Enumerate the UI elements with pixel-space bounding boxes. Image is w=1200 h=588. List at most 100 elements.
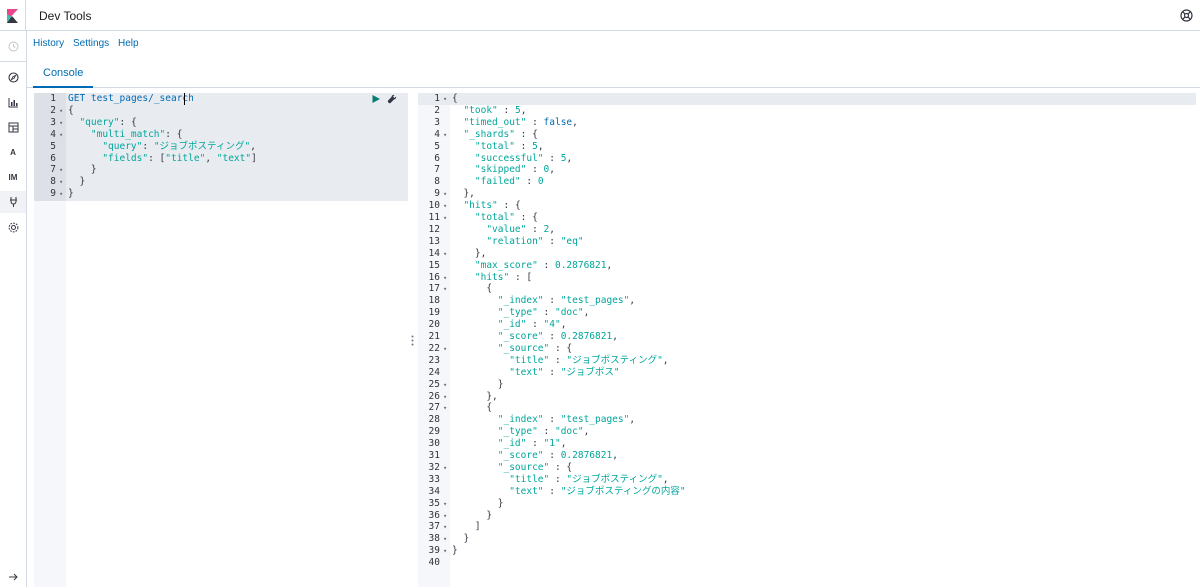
fold-toggle-icon[interactable]: ▾ (443, 344, 448, 353)
code-token: "_type" (497, 307, 538, 319)
history-link[interactable]: History (33, 38, 65, 49)
code-token: 5 (560, 152, 567, 164)
line-number: 37 (428, 521, 440, 533)
tab-console[interactable]: Console (33, 55, 94, 88)
fold-toggle-icon[interactable]: ▾ (443, 511, 448, 520)
help-link[interactable]: Help (118, 38, 139, 49)
side-nav: A IM (0, 31, 27, 587)
discover-icon[interactable] (0, 66, 26, 88)
response-viewer[interactable]: 1▾{2 "took" : 5,3 "timed_out" : false,4▾… (418, 93, 1196, 587)
code-line: "_source" : { (452, 343, 572, 355)
code-line: "multi_match": { (68, 129, 183, 141)
line-number: 7 (434, 164, 440, 176)
im-icon[interactable]: IM (0, 166, 26, 188)
code-token: "ジョブポスティング" (566, 473, 663, 485)
code-token: : (526, 223, 544, 235)
line-number: 23 (428, 354, 440, 366)
line-number: 25 (428, 378, 440, 390)
code-token: { (452, 93, 458, 104)
code-token: , (560, 438, 567, 450)
code-line: "query": { (68, 117, 136, 129)
code-line: } (452, 510, 492, 522)
fold-toggle-icon[interactable]: ▾ (443, 285, 448, 294)
code-token: , (662, 354, 669, 366)
code-line: "query": "ジョブポスティング", (68, 141, 256, 153)
code-token: : (142, 140, 154, 152)
fold-toggle-icon[interactable]: ▾ (443, 392, 448, 401)
drag-handle-icon (411, 335, 414, 345)
fold-toggle-icon[interactable]: ▾ (59, 190, 64, 199)
top-bar: Dev Tools (0, 0, 1200, 31)
code-token: , (572, 116, 578, 128)
menu-bar: History Settings Help (27, 31, 1200, 55)
panel-resizer[interactable] (408, 93, 417, 587)
code-token: , (549, 223, 556, 235)
code-token: test_pages/_search (90, 93, 194, 104)
settings-link[interactable]: Settings (73, 38, 110, 49)
play-icon[interactable] (371, 94, 381, 104)
code-token (452, 153, 475, 164)
code-token: : (543, 366, 561, 378)
code-token: "_id" (497, 319, 527, 331)
apm-icon[interactable]: A (0, 141, 26, 163)
code-token: , (612, 331, 618, 342)
kibana-logo[interactable] (0, 0, 26, 31)
fold-toggle-icon[interactable]: ▾ (443, 202, 448, 211)
code-token (68, 129, 91, 140)
dashboard-icon[interactable] (0, 116, 26, 138)
fold-toggle-icon[interactable]: ▾ (443, 95, 448, 103)
code-token: , (583, 307, 590, 319)
fold-toggle-icon[interactable]: ▾ (443, 535, 448, 544)
recent-icon[interactable] (0, 35, 26, 57)
code-line: "timed_out" : false, (452, 116, 578, 129)
line-number: 19 (428, 307, 440, 319)
help-icon[interactable] (1178, 7, 1194, 23)
line-number: 30 (428, 438, 440, 450)
code-token: , (537, 140, 544, 152)
arrow-right-icon[interactable] (0, 566, 26, 588)
code-token: "total" (474, 212, 515, 223)
fold-toggle-icon[interactable]: ▾ (59, 130, 64, 139)
nav-divider (0, 61, 26, 62)
management-icon[interactable] (0, 216, 26, 238)
code-token: "1" (543, 438, 561, 450)
fold-toggle-icon[interactable]: ▾ (443, 249, 448, 258)
devtools-icon[interactable] (0, 191, 26, 213)
code-token (452, 343, 498, 354)
line-number: 22 (428, 342, 440, 354)
line-number: 8 (50, 176, 56, 188)
code-token: : (543, 414, 561, 426)
fold-toggle-icon[interactable]: ▾ (443, 130, 448, 139)
code-token (452, 319, 498, 330)
fold-toggle-icon[interactable]: ▾ (59, 106, 64, 115)
visualize-icon[interactable] (0, 91, 26, 113)
fold-toggle-icon[interactable]: ▾ (443, 273, 448, 282)
line-number: 31 (428, 450, 440, 461)
fold-toggle-icon[interactable]: ▾ (59, 118, 64, 127)
fold-toggle-icon[interactable]: ▾ (443, 499, 448, 508)
code-line: "fields": ["title", "text"] (68, 153, 257, 165)
code-token: : (549, 354, 567, 366)
fold-toggle-icon[interactable]: ▾ (59, 178, 64, 187)
fold-toggle-icon[interactable]: ▾ (443, 523, 448, 532)
line-number: 6 (434, 152, 440, 164)
code-token: : (543, 485, 561, 497)
line-number: 16 (428, 271, 440, 283)
code-line: "title" : "ジョブポスティング", (452, 473, 668, 486)
fold-toggle-icon[interactable]: ▾ (443, 380, 448, 389)
code-token: } (68, 176, 86, 188)
fold-toggle-icon[interactable]: ▾ (443, 547, 448, 556)
code-token (452, 117, 463, 128)
fold-toggle-icon[interactable]: ▾ (443, 463, 448, 472)
wrench-icon[interactable] (387, 94, 397, 104)
fold-toggle-icon[interactable]: ▾ (443, 214, 448, 222)
code-line: } (452, 379, 504, 391)
code-token (452, 236, 486, 247)
fold-toggle-icon[interactable]: ▾ (59, 166, 64, 175)
fold-toggle-icon[interactable]: ▾ (443, 404, 448, 413)
code-token: , (250, 140, 256, 152)
code-token: "successful" (474, 152, 544, 164)
code-token: : (520, 176, 538, 188)
fold-toggle-icon[interactable]: ▾ (443, 190, 448, 199)
